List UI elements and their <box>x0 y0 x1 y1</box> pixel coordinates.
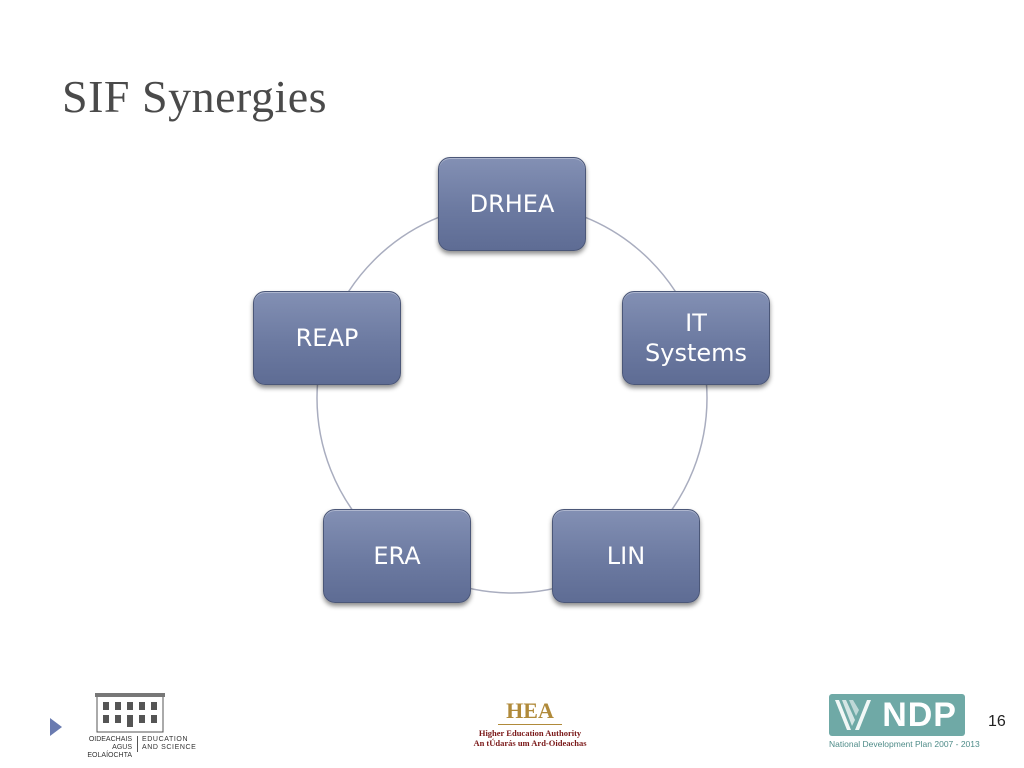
slide-title: SIF Synergies <box>62 71 328 122</box>
node-lin: LIN <box>552 509 700 603</box>
node-label: DRHEA <box>469 190 555 218</box>
hea-logo-name: HEA <box>506 698 554 723</box>
dept-irish-name: OIDEACHAIS AGUS EOLAÍOCHTA <box>87 736 132 759</box>
bullet-arrow-icon <box>50 718 62 736</box>
node-label: IT Systems <box>645 309 747 367</box>
hea-logo: HEA Higher Education Authority An tÚdará… <box>470 698 590 749</box>
hea-logo-rule <box>498 724 562 725</box>
page-number: 16 <box>988 713 1006 730</box>
node-label: REAP <box>295 324 359 352</box>
ndp-logo-box: NDP <box>829 694 965 736</box>
ndp-logo-name: NDP <box>882 695 957 734</box>
ndp-logo-subtitle: National Development Plan 2007 - 2013 <box>829 739 980 749</box>
ndp-logo: NDP National Development Plan 2007 - 201… <box>829 694 980 754</box>
node-reap: REAP <box>253 291 401 385</box>
node-label: ERA <box>373 542 421 570</box>
dept-education-logo: OIDEACHAIS AGUS EOLAÍOCHTA EDUCATION AND… <box>55 690 205 760</box>
node-label: LIN <box>606 542 646 570</box>
ndp-v-mark-icon <box>835 700 871 730</box>
hea-logo-line1: Higher Education Authority <box>478 728 582 738</box>
dept-english-name: EDUCATION AND SCIENCE <box>137 736 196 752</box>
node-it-systems: IT Systems <box>622 291 770 385</box>
building-icon <box>95 693 165 733</box>
hea-logo-line2: An tÚdarás um Ard-Oideachas <box>473 738 587 748</box>
node-era: ERA <box>323 509 471 603</box>
node-drhea: DRHEA <box>438 157 586 251</box>
